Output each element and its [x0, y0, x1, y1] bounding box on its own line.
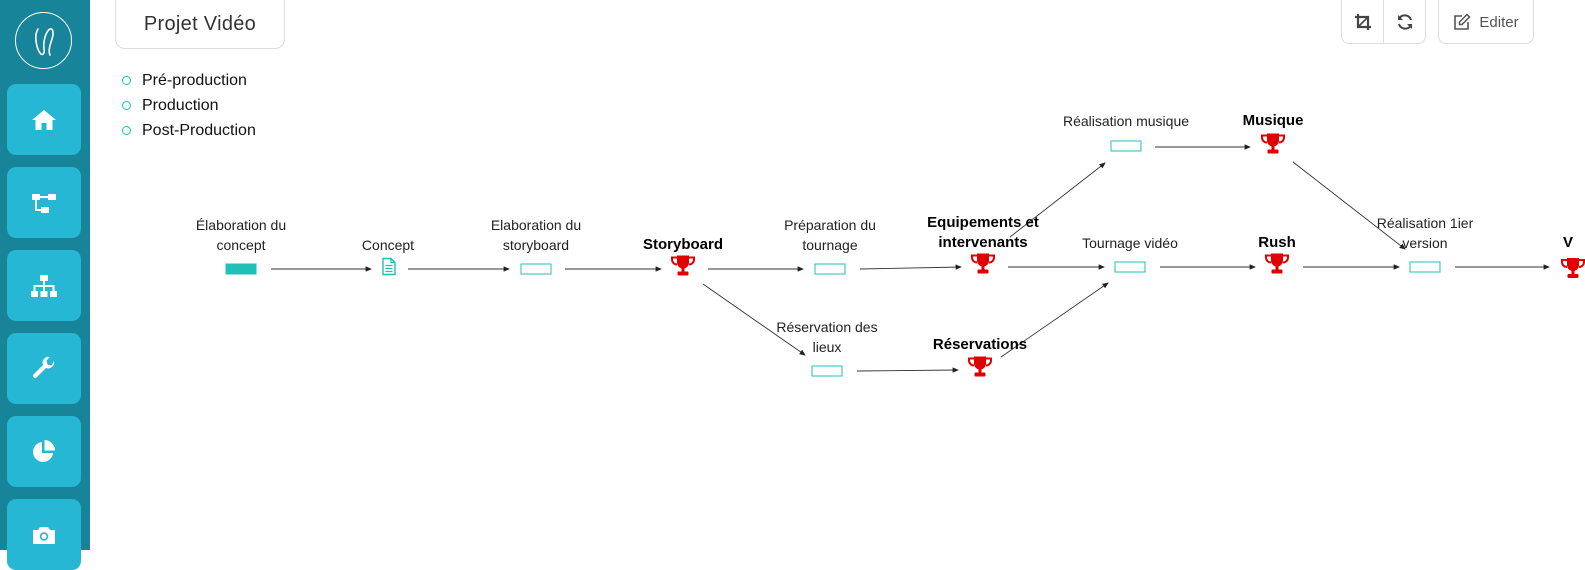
milestone-node-rush[interactable] — [1264, 252, 1290, 281]
node-label: Élaboration du concept — [195, 217, 287, 253]
task-node-elaboration-concept[interactable] — [225, 263, 257, 275]
view-toolbar — [1341, 0, 1426, 44]
nav-reports-button[interactable] — [7, 416, 81, 487]
milestone-label: Réservations — [932, 336, 1028, 353]
task-node-realisation-1ier-version[interactable] — [1409, 261, 1441, 273]
wrench-icon — [32, 356, 55, 378]
phase-item-production[interactable]: Production — [122, 93, 256, 118]
milestone-node-storyboard[interactable] — [670, 254, 696, 283]
node-label: Tournage vidéo — [1082, 235, 1178, 251]
node-label: Préparation du tournage — [784, 217, 876, 253]
trophy-icon — [1265, 253, 1289, 274]
phase-dot-icon — [122, 126, 131, 135]
task-node-tournage-video[interactable] — [1114, 261, 1146, 273]
trophy-icon — [1561, 258, 1585, 278]
milestone-label: V — [1562, 234, 1574, 251]
edit-button[interactable]: Editer — [1438, 0, 1534, 44]
node-label: Réalisation musique — [1062, 113, 1190, 129]
nav-workflow-button[interactable] — [7, 167, 81, 238]
document-icon — [382, 257, 396, 276]
nav-media-button[interactable] — [7, 499, 81, 570]
crop-button[interactable] — [1342, 0, 1383, 43]
node-label: Concept — [361, 237, 415, 253]
milestone-label: Equipements et intervenants — [927, 214, 1039, 251]
phase-label: Pré-production — [142, 71, 247, 89]
milestone-label: Rush — [1258, 234, 1296, 251]
phase-item-postproduction[interactable]: Post-Production — [122, 118, 256, 143]
edge — [856, 367, 959, 373]
phase-dot-icon — [122, 76, 131, 85]
trophy-icon — [968, 356, 992, 377]
nav-home-button[interactable] — [7, 84, 81, 155]
milestone-node-reservations[interactable] — [967, 355, 993, 384]
task-node-preparation-tournage[interactable] — [814, 263, 846, 275]
home-icon — [32, 109, 56, 130]
phase-list: Pré-production Production Post-Productio… — [122, 68, 256, 143]
phase-label: Production — [142, 96, 219, 114]
refresh-button[interactable] — [1383, 0, 1425, 43]
refresh-icon — [1397, 14, 1412, 30]
document-node-concept[interactable] — [381, 257, 397, 281]
workflow-icon — [32, 193, 56, 213]
milestone-label: Musique — [1242, 112, 1304, 129]
node-label: Réservation des lieux — [776, 319, 878, 355]
milestone-label: Storyboard — [642, 236, 724, 253]
nav-sitemap-button[interactable] — [7, 250, 81, 321]
task-node-reservation-lieux[interactable] — [811, 365, 843, 377]
trophy-icon — [671, 255, 695, 276]
task-node-realisation-musique[interactable] — [1110, 140, 1142, 152]
edit-icon — [1454, 13, 1471, 30]
camera-icon — [33, 526, 55, 544]
project-title: Projet Vidéo — [115, 0, 285, 49]
edge — [859, 264, 962, 270]
milestone-node-equipements[interactable] — [970, 252, 996, 281]
trophy-icon — [1261, 133, 1285, 154]
trophy-icon — [971, 253, 995, 274]
pie-chart-icon — [33, 439, 55, 462]
phase-dot-icon — [122, 101, 131, 110]
phase-item-preproduction[interactable]: Pré-production — [122, 68, 256, 93]
app-logo[interactable] — [15, 12, 72, 69]
nav-tools-button[interactable] — [7, 333, 81, 404]
milestone-node-musique[interactable] — [1260, 132, 1286, 161]
phase-label: Post-Production — [142, 121, 256, 139]
milestone-node-next[interactable] — [1560, 254, 1585, 280]
crop-icon — [1354, 14, 1371, 30]
logo-mark-icon — [34, 27, 54, 56]
edit-label: Editer — [1479, 13, 1519, 31]
node-label: Réalisation 1ier version — [1376, 215, 1474, 251]
node-label: Elaboration du storyboard — [490, 217, 582, 253]
sidebar — [0, 0, 90, 570]
task-node-elaboration-storyboard[interactable] — [520, 263, 552, 275]
sitemap-icon — [31, 274, 57, 297]
